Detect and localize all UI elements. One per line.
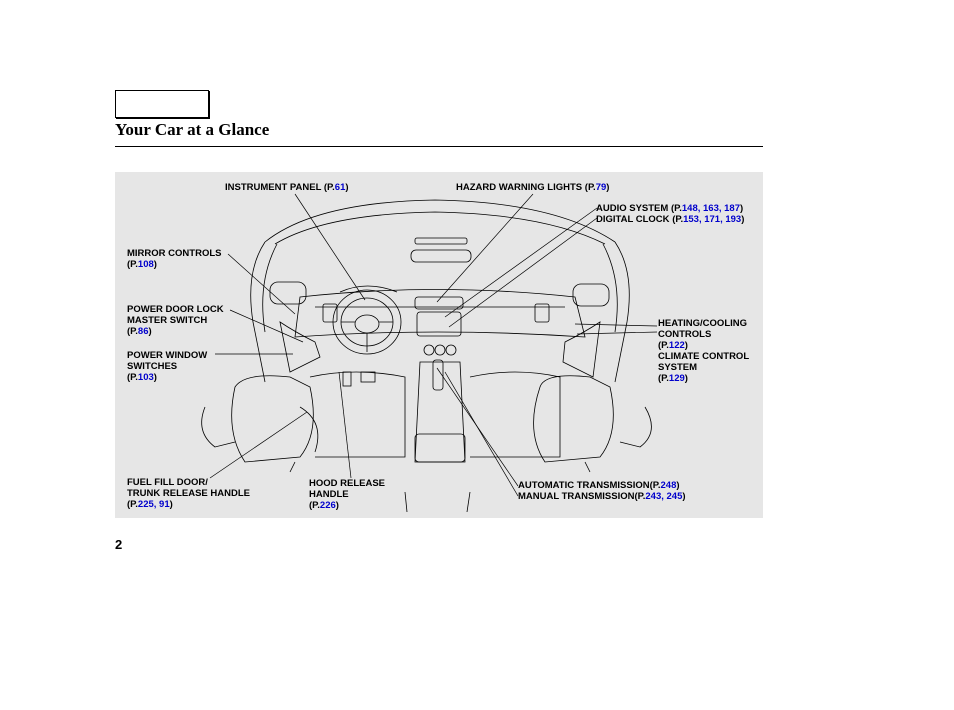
callout-hood-release-handle: HOOD RELEASE HANDLE (P.226) xyxy=(309,478,386,511)
callout-power-window-switches: POWER WINDOW SWITCHES (P.103) xyxy=(127,350,208,383)
car-interior-diagram-panel: INSTRUMENT PANEL (P.61) HAZARD WARNING L… xyxy=(115,172,763,518)
callout-fuel-fill-door: FUEL FILL DOOR/ TRUNK RELEASE HANDLE (P.… xyxy=(127,477,250,510)
callout-audio-system: AUDIO SYSTEM (P.148, 163, 187) xyxy=(596,203,744,214)
page-ref-link[interactable]: 248 xyxy=(660,480,677,491)
callout-climate-control-system: CLIMATE CONTROL SYSTEM (P.129) xyxy=(658,351,750,384)
callout-label: INSTRUMENT PANEL xyxy=(225,182,322,193)
page-ref-link[interactable]: 86 xyxy=(137,326,149,337)
callout-label: HAZARD WARNING LIGHTS xyxy=(456,182,583,193)
callout-hazard-warning-lights: HAZARD WARNING LIGHTS (P.79) xyxy=(456,182,610,193)
car-interior-illustration xyxy=(201,199,652,513)
callout-label: AUDIO SYSTEM xyxy=(596,203,669,214)
page-ref-link[interactable]: 103 xyxy=(137,372,154,383)
title-rule xyxy=(115,146,763,147)
callout-instrument-panel: INSTRUMENT PANEL (P.61) xyxy=(225,182,349,193)
page-ref-link[interactable]: 153, 171, 193 xyxy=(683,214,742,225)
callout-label: MIRROR CONTROLS xyxy=(127,248,222,259)
callout-label: MANUAL TRANSMISSION xyxy=(518,491,635,502)
callout-leader-lines xyxy=(209,193,658,497)
section-tab-box xyxy=(115,90,209,118)
callout-digital-clock: DIGITAL CLOCK (P.153, 171, 193) xyxy=(596,214,745,225)
page-ref-link[interactable]: 243, 245 xyxy=(645,491,683,502)
page-ref-link[interactable]: 226 xyxy=(319,500,336,511)
page-ref-link[interactable]: 122 xyxy=(668,340,685,351)
page-title: Your Car at a Glance xyxy=(115,120,270,139)
callout-power-door-lock: POWER DOOR LOCK MASTER SWITCH (P.86) xyxy=(127,304,224,337)
page-ref-link[interactable]: 148, 163, 187 xyxy=(681,203,740,214)
callout-heating-cooling-controls: HEATING/COOLING CONTROLS (P.122) xyxy=(658,318,748,351)
page-ref-link[interactable]: 108 xyxy=(137,259,154,270)
page-ref-link[interactable]: 225, 91 xyxy=(137,499,170,510)
page-number: 2 xyxy=(115,537,123,552)
page-ref-link[interactable]: 61 xyxy=(334,182,346,193)
page-ref-link[interactable]: 129 xyxy=(668,373,685,384)
callout-mirror-controls: MIRROR CONTROLS (P.108) xyxy=(127,248,222,270)
callout-label: AUTOMATIC TRANSMISSION xyxy=(518,480,650,491)
callout-automatic-transmission: AUTOMATIC TRANSMISSION(P.248) xyxy=(518,480,680,491)
callout-label: DIGITAL CLOCK xyxy=(596,214,670,225)
page-ref-link[interactable]: 79 xyxy=(595,182,607,193)
callout-manual-transmission: MANUAL TRANSMISSION(P.243, 245) xyxy=(518,491,686,502)
